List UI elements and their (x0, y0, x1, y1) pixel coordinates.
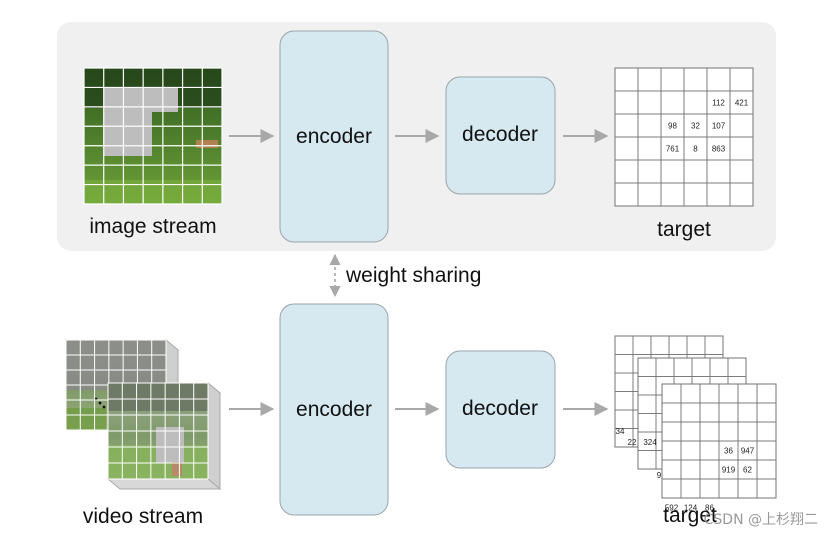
target-cell-value: 112 (712, 99, 725, 108)
video-frame-front-grid (107, 382, 209, 480)
watermark: CSDN @上杉翔二 (704, 512, 818, 528)
target-cell-value: 863 (712, 145, 726, 154)
target-cell-value: 124 (684, 504, 698, 513)
target-label-top: target (657, 218, 711, 241)
encoder-label-top: encoder (296, 125, 372, 148)
target-cell-value: 34 (616, 427, 625, 436)
target-cell-value: 8 (693, 145, 698, 154)
image-stream-label: image stream (89, 215, 216, 238)
decoder-box-bottom (445, 350, 556, 469)
target-cell-value: 592 (665, 504, 679, 513)
target-cell-value: 32 (691, 122, 700, 131)
target-cell-value: 107 (712, 122, 726, 131)
decoder-label-top: decoder (462, 123, 538, 146)
target-cell-value: 947 (741, 447, 755, 456)
image-mask-grid (83, 67, 223, 205)
encoder-box-bottom (279, 303, 389, 516)
target-label-bottom: target (663, 504, 717, 527)
encoder-box-top (279, 30, 389, 243)
target-cell-value: 324 (643, 438, 657, 447)
decoder-label-bottom: decoder (462, 397, 538, 420)
target-grid-bottom-front: 36 947 919 62 592 124 86 (661, 383, 777, 513)
encoder-label-bottom: encoder (296, 398, 372, 421)
target-cell-value: 86 (705, 504, 714, 513)
target-cell (756, 478, 777, 499)
weight-sharing-label: weight sharing (345, 264, 481, 287)
target-cell-value: 36 (724, 447, 733, 456)
target-grid-top: 112 421 98 32 107 761 8 863 (614, 67, 754, 207)
target-cell-value: 761 (666, 145, 680, 154)
target-cell-value: 22 (628, 438, 637, 447)
image-stream-picture (84, 68, 222, 204)
target-cell-value: 62 (743, 466, 752, 475)
target-cell-value: 919 (722, 466, 736, 475)
target-cell (729, 182, 754, 207)
video-stream-label: video stream (83, 505, 203, 528)
target-cell-value: 421 (735, 99, 749, 108)
decoder-box-top (445, 76, 556, 195)
target-cell-value: 9 (657, 471, 662, 480)
target-cell-value: 98 (668, 122, 677, 131)
video-stream-frames (64, 338, 222, 491)
